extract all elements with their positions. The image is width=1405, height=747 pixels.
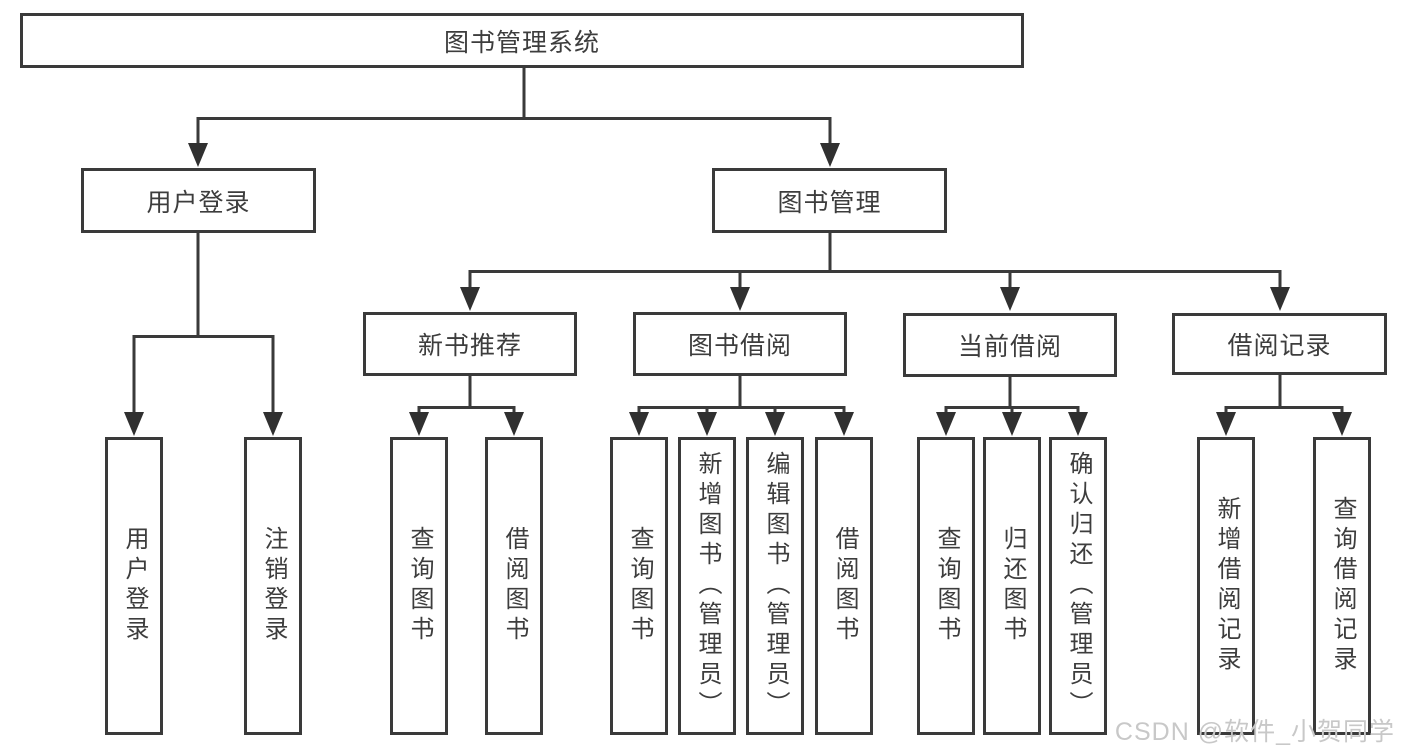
node-user-login: 用户登录 (81, 168, 316, 233)
leaf-edit-books-admin: 编辑图书（管理员） (746, 437, 804, 735)
node-library-management-system: 图书管理系统 (20, 13, 1024, 68)
node-borrowing-records: 借阅记录 (1172, 313, 1387, 375)
leaf-borrow-books-recommendation: 借阅图书 (485, 437, 543, 735)
node-label: 新增借阅记录 (1213, 496, 1240, 676)
leaf-confirm-return-admin: 确认归还（管理员） (1049, 437, 1107, 735)
leaf-add-borrow-record: 新增借阅记录 (1197, 437, 1255, 735)
node-label: 图书管理 (777, 188, 882, 217)
node-label: 图书管理系统 (443, 28, 600, 57)
node-label: 注销登录 (260, 526, 287, 646)
node-label: 归还图书 (999, 526, 1026, 646)
node-label: 编辑图书（管理员） (762, 451, 789, 721)
node-label: 查询借阅记录 (1329, 496, 1356, 676)
node-label: 借阅图书 (501, 526, 528, 646)
leaf-query-books-recommendation: 查询图书 (390, 437, 448, 735)
node-label: 查询图书 (626, 526, 653, 646)
node-label: 查询图书 (406, 526, 433, 646)
watermark-text: CSDN @软件_小贺同学 (1114, 718, 1395, 746)
node-book-borrowing: 图书借阅 (633, 312, 847, 376)
leaf-logout: 注销登录 (244, 437, 302, 735)
node-label: 新书推荐 (417, 332, 522, 360)
leaf-borrow-books-borrowing: 借阅图书 (815, 437, 873, 735)
node-current-borrowing: 当前借阅 (903, 313, 1117, 377)
node-label: 新增图书（管理员） (694, 451, 721, 721)
leaf-query-books-current: 查询图书 (917, 437, 975, 735)
node-label: 用户登录 (146, 188, 251, 217)
node-label: 用户登录 (121, 526, 148, 646)
node-new-book-recommendation: 新书推荐 (363, 312, 577, 376)
leaf-add-books-admin: 新增图书（管理员） (678, 437, 736, 735)
node-book-management: 图书管理 (712, 168, 947, 233)
node-label: 确认归还（管理员） (1065, 451, 1092, 721)
leaf-query-borrow-record: 查询借阅记录 (1313, 437, 1371, 735)
node-label: 当前借阅 (957, 333, 1062, 361)
leaf-query-books-borrowing: 查询图书 (610, 437, 668, 735)
node-label: 图书借阅 (687, 332, 792, 360)
leaf-user-login: 用户登录 (105, 437, 163, 735)
node-label: 借阅图书 (831, 526, 858, 646)
node-label: 查询图书 (933, 526, 960, 646)
leaf-return-books: 归还图书 (983, 437, 1041, 735)
node-label: 借阅记录 (1227, 332, 1332, 360)
